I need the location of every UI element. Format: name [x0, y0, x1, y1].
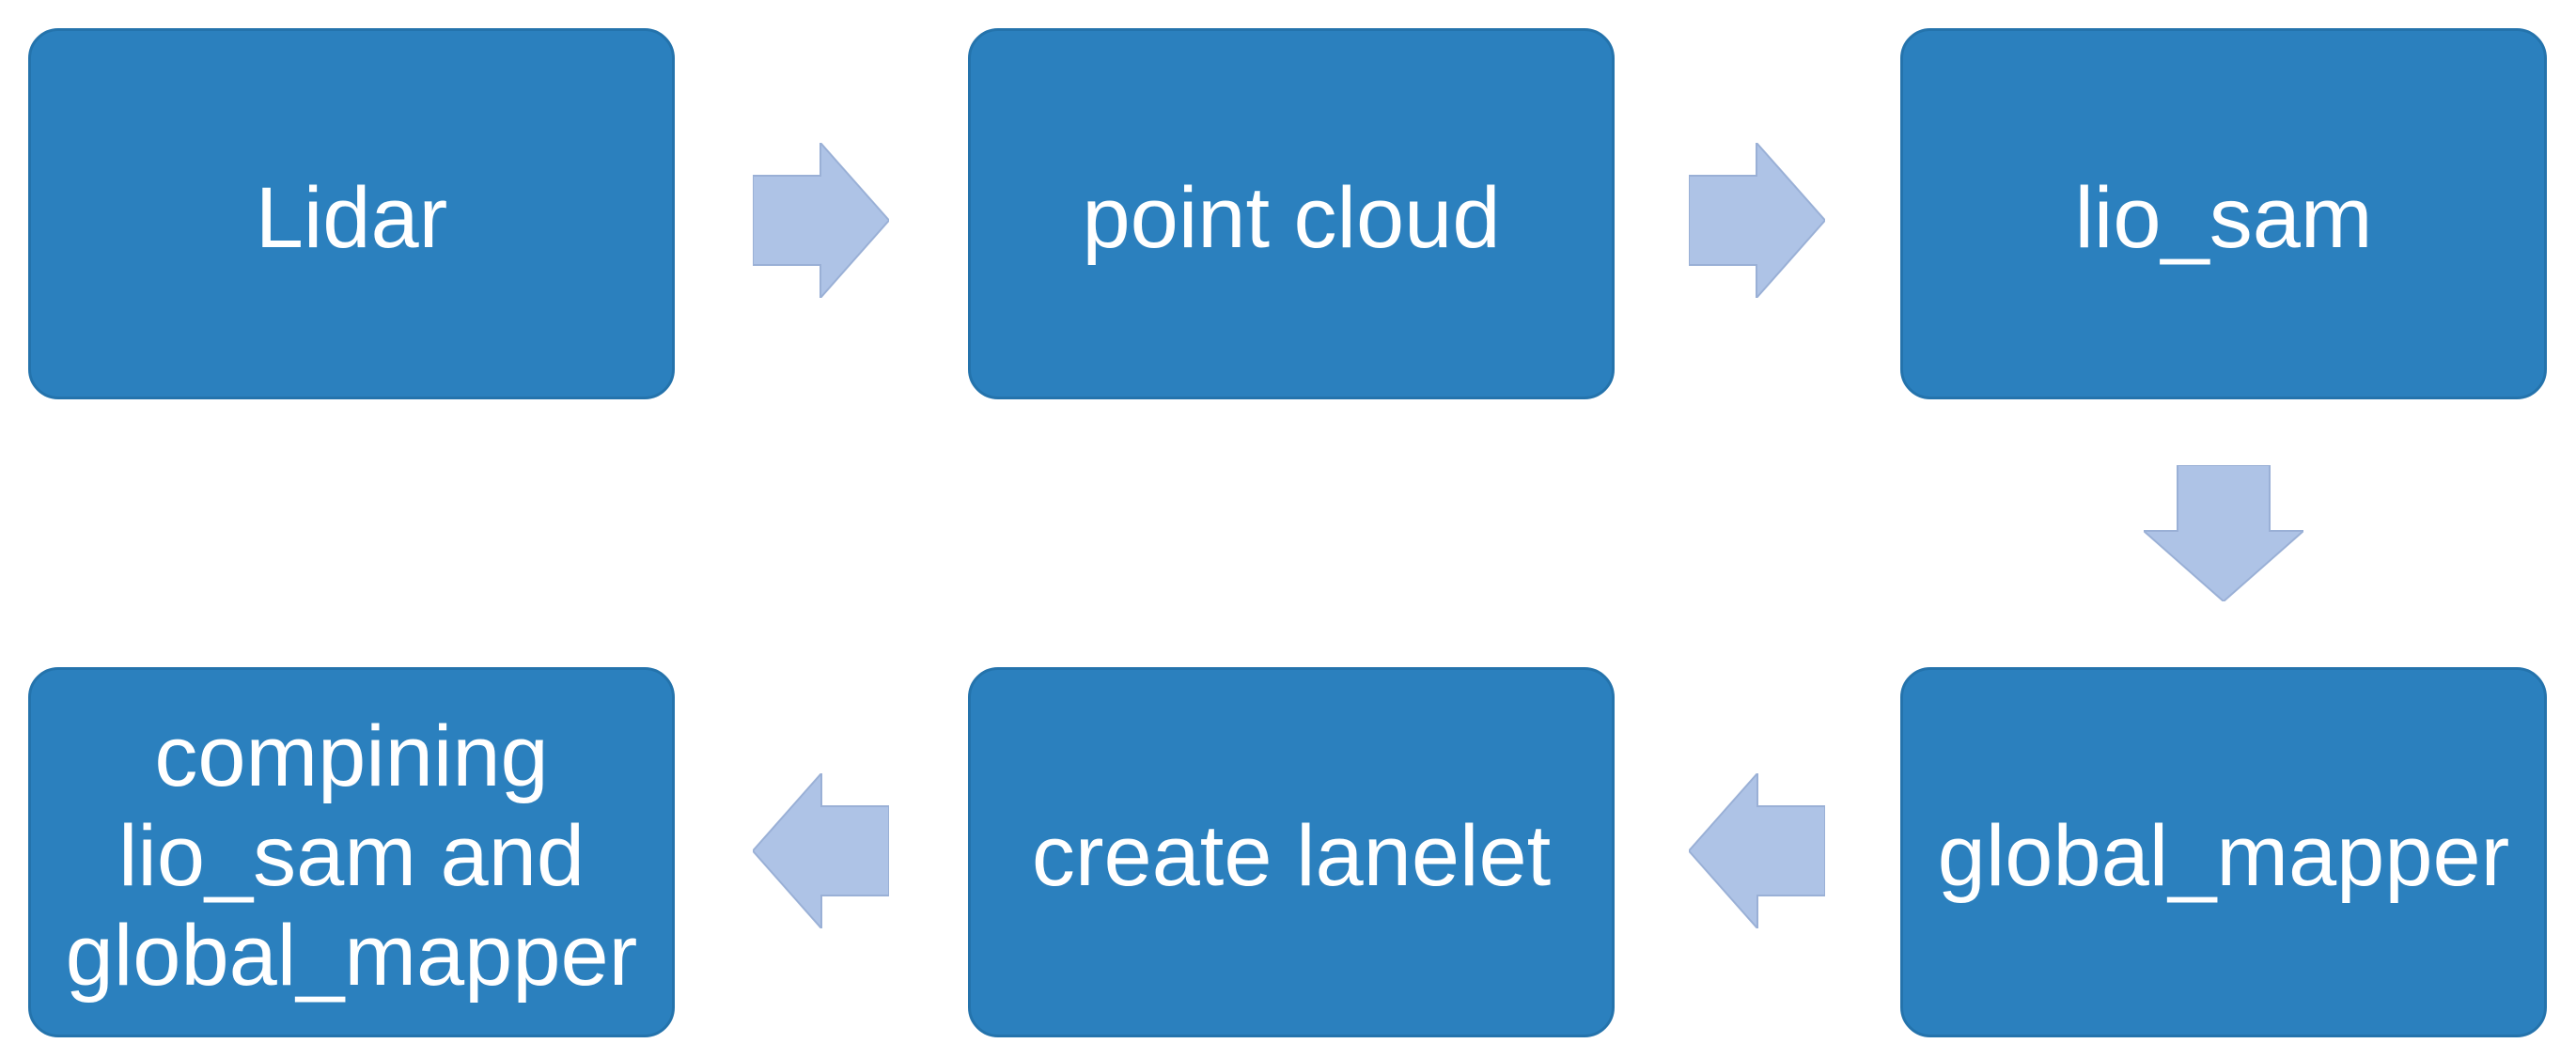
node-create-lanelet-label: create lanelet	[1031, 808, 1552, 905]
arrow-right-icon	[1689, 143, 1825, 298]
node-global-mapper-label: global_mapper	[1937, 808, 2510, 905]
node-lio-sam-label: lio_sam	[2074, 169, 2373, 266]
node-lidar-label: Lidar	[255, 169, 448, 266]
arrow-right-icon	[753, 143, 889, 298]
node-combine-label-line-2: lio_sam and	[117, 808, 585, 905]
node-lio-sam: lio_sam	[1900, 28, 2547, 399]
node-combine-label-line-1: compining	[154, 709, 549, 805]
node-global-mapper: global_mapper	[1900, 667, 2547, 1037]
node-point-cloud: point cloud	[968, 28, 1615, 399]
node-combine-label-line-3: global_mapper	[65, 907, 638, 1004]
node-point-cloud-label: point cloud	[1082, 169, 1501, 266]
node-lidar: Lidar	[28, 28, 675, 399]
arrow-left-icon	[1689, 773, 1825, 928]
node-create-lanelet: create lanelet	[968, 667, 1615, 1037]
arrow-down-icon	[2144, 465, 2303, 601]
arrow-left-icon	[753, 773, 889, 928]
node-combine-label: compining lio_sam and global_mapper	[66, 698, 638, 1005]
node-combine: compining lio_sam and global_mapper	[28, 667, 675, 1037]
